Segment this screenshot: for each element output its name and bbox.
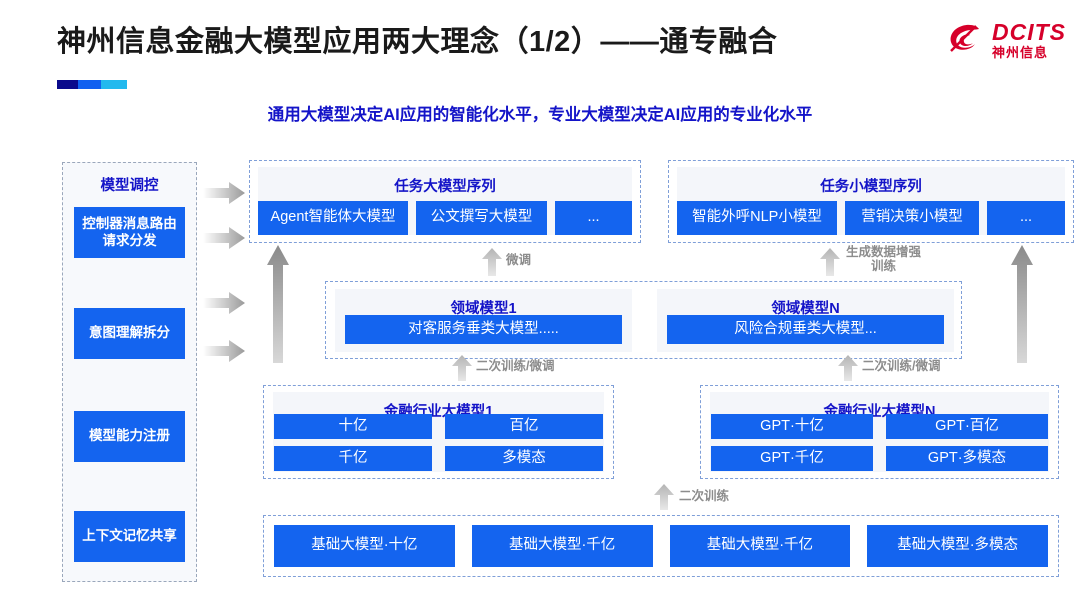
sidebar-title: 模型调控 [100,178,159,194]
flow-arrow-right-1 [203,182,245,204]
domain-model-n-box[interactable]: 风险合规垂类大模型... [667,315,944,344]
industry-box-gpt-billion[interactable]: GPT·十亿 [711,414,873,439]
arrow-label-finetune: 微调 [506,253,532,267]
domain-model-panel: 领域模型1 对客服务垂类大模型..... 领域模型N 风险合规垂类大模型... [325,281,962,359]
accent-bar [57,80,127,89]
accent-segment-2 [78,80,102,89]
base-box-hundred-billion-2[interactable]: 基础大模型·千亿 [669,525,851,567]
industry-box-gpt-ten-billion[interactable]: GPT·百亿 [886,414,1048,439]
arrow-up-retrain-base [654,484,674,510]
sidebar-item-capability-registry[interactable]: 模型能力注册 [74,411,185,462]
task-big-model-panel: 任务大模型序列 Agent智能体大模型 公文撰写大模型 ... [249,160,641,243]
logo-cn-text: 神州信息 [992,45,1049,60]
flow-arrow-right-4 [203,340,245,362]
base-box-hundred-billion-1[interactable]: 基础大模型·千亿 [471,525,653,567]
flow-arrow-right-3 [203,292,245,314]
task-big-model-title: 任务大模型序列 [394,179,496,195]
arrow-up-retrain-right [838,355,858,381]
domain-model-n-card: 领域模型N 风险合规垂类大模型... [657,289,954,352]
task-small-model-panel: 任务小模型序列 智能外呼NLP小模型 营销决策小模型 ... [668,160,1074,243]
task-box-more-small[interactable]: ... [987,201,1065,235]
task-big-model-box-row: Agent智能体大模型 公文撰写大模型 ... [258,201,632,235]
arrow-up-retrain-left [452,355,472,381]
model-control-panel: 模型调控 控制器消息路由请求分发 意图理解拆分 模型能力注册 上下文记忆共享 [62,162,197,582]
arrow-up-tall-left [267,245,289,363]
base-box-multimodal[interactable]: 基础大模型·多模态 [867,525,1048,567]
arrow-up-data-aug [820,248,840,276]
dcits-logo: DCITS 神州信息 [946,20,1066,60]
task-box-document-writing-model[interactable]: 公文撰写大模型 [416,201,547,235]
sidebar-item-context-memory[interactable]: 上下文记忆共享 [74,511,185,562]
task-small-model-box-row: 智能外呼NLP小模型 营销决策小模型 ... [677,201,1065,235]
task-small-model-title: 任务小模型序列 [820,179,922,195]
industry-box-ten-billion[interactable]: 百亿 [445,414,603,439]
sidebar-item-intent-parsing[interactable]: 意图理解拆分 [74,308,185,359]
task-box-agent-model[interactable]: Agent智能体大模型 [258,201,408,235]
arrow-label-retrain-finetune-left: 二次训练/微调 [476,359,555,373]
industry-box-billion[interactable]: 十亿 [274,414,432,439]
domain-model-1-title: 领域模型1 [450,301,517,317]
industry-model-n-grid: GPT·十亿 GPT·百亿 GPT·千亿 GPT·多模态 [711,414,1048,471]
sidebar-item-controller-routing[interactable]: 控制器消息路由请求分发 [74,207,185,258]
task-box-more[interactable]: ... [555,201,632,235]
base-model-row: 基础大模型·十亿 基础大模型·千亿 基础大模型·千亿 基础大模型·多模态 [274,525,1048,567]
task-box-marketing-decision-model[interactable]: 营销决策小模型 [845,201,979,235]
arrow-label-data-aug: 生成数据增强 训练 [846,245,922,274]
flow-arrow-right-2 [203,227,245,249]
logo-en-text: DCITS [992,19,1066,45]
industry-model-1-grid: 十亿 百亿 千亿 多模态 [274,414,603,471]
accent-segment-3 [101,80,127,89]
industry-box-gpt-hundred-billion[interactable]: GPT·千亿 [711,446,873,471]
accent-segment-1 [57,80,78,89]
arrow-up-finetune [482,248,502,276]
arrow-label-retrain: 二次训练 [679,489,730,503]
logo-text: DCITS 神州信息 [992,19,1066,60]
domain-model-n-title: 领域模型N [771,301,840,317]
page-subtitle: 通用大模型决定AI应用的智能化水平，专业大模型决定AI应用的专业化水平 [267,106,813,124]
arrow-up-tall-right [1011,245,1033,363]
task-box-outbound-nlp-model[interactable]: 智能外呼NLP小模型 [677,201,837,235]
domain-model-1-card: 领域模型1 对客服务垂类大模型..... [335,289,632,352]
industry-model-n-panel: 金融行业大模型N GPT·十亿 GPT·百亿 GPT·千亿 GPT·多模态 [700,385,1059,479]
industry-box-multimodal[interactable]: 多模态 [445,446,603,471]
logo-swirl-icon [946,20,986,60]
arrow-label-retrain-finetune-right: 二次训练/微调 [862,359,941,373]
industry-model-1-panel: 金融行业大模型1 十亿 百亿 千亿 多模态 [263,385,614,479]
domain-model-1-box[interactable]: 对客服务垂类大模型..... [345,315,622,344]
base-model-panel: 基础大模型·十亿 基础大模型·千亿 基础大模型·千亿 基础大模型·多模态 [263,515,1059,577]
industry-box-hundred-billion[interactable]: 千亿 [274,446,432,471]
industry-box-gpt-multimodal[interactable]: GPT·多模态 [886,446,1048,471]
page-title: 神州信息金融大模型应用两大理念（1/2）——通专融合 [57,26,778,58]
base-box-billion[interactable]: 基础大模型·十亿 [274,525,455,567]
